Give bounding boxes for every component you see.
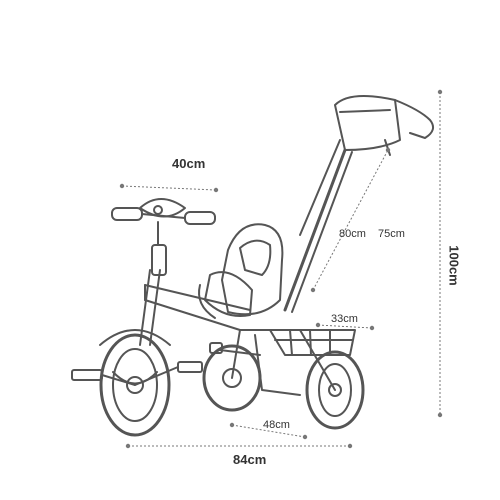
overall-length-label: 84cm bbox=[233, 452, 267, 467]
front-wheel-icon bbox=[99, 333, 171, 437]
rear-basket-icon bbox=[269, 329, 356, 356]
front-mudguard bbox=[99, 329, 171, 346]
dimension-lines bbox=[121, 92, 441, 447]
handlebar-width-dimension bbox=[121, 185, 217, 191]
push-handle-dimension bbox=[312, 149, 389, 291]
push-handle-icon bbox=[283, 95, 435, 313]
push-handle-max-label: 80cm bbox=[339, 228, 366, 240]
pedal-icon bbox=[71, 361, 203, 386]
overall-height-label: 100cm bbox=[446, 245, 462, 286]
handlebar-width-label: 40cm bbox=[172, 156, 206, 171]
brake-detail bbox=[209, 342, 223, 354]
push-handle-min-label: 75cm bbox=[378, 228, 405, 240]
rear-track-dimension bbox=[231, 424, 306, 438]
handlebar-icon bbox=[111, 198, 216, 225]
seat-icon bbox=[198, 223, 284, 319]
dimension-endpoints bbox=[119, 89, 443, 449]
basket-width-dimension bbox=[317, 324, 373, 329]
rear-right-wheel-icon bbox=[305, 350, 365, 430]
steering-column bbox=[139, 221, 167, 346]
rear-track-label: 48cm bbox=[263, 419, 290, 431]
basket-width-label: 33cm bbox=[331, 313, 358, 325]
